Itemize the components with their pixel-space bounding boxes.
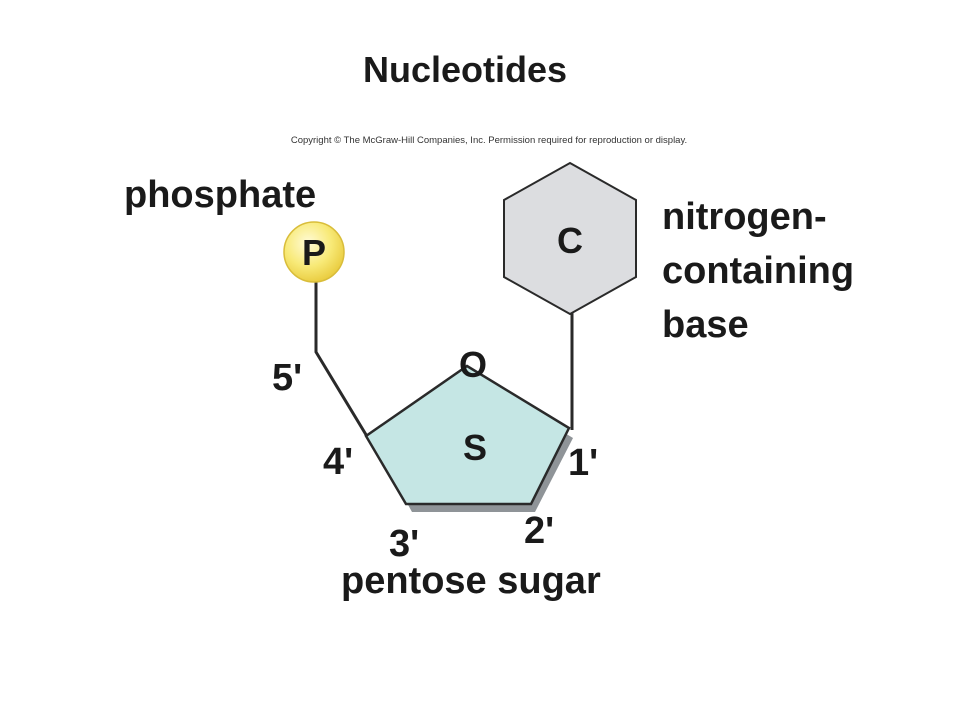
base-symbol: C — [557, 220, 583, 261]
phosphate-circle — [283, 221, 345, 283]
phosphate-symbol: P — [302, 232, 326, 273]
carbon-2-label: 2' — [524, 510, 554, 552]
nitrogen-base-label: nitrogen- containing base — [662, 196, 855, 346]
carbon-1-label: 1' — [568, 442, 598, 484]
ring-oxygen-symbol: O — [459, 344, 487, 385]
page-title: Nucleotides — [362, 49, 568, 90]
sugar-symbol: S — [463, 427, 487, 468]
carbon-3-label: 3' — [389, 523, 419, 565]
pentose-sugar-label: pentose sugar — [341, 560, 601, 602]
phosphate-bond-line — [314, 278, 370, 439]
phosphate-label: phosphate — [124, 174, 317, 216]
copyright-notice: Copyright © The McGraw-Hill Companies, I… — [290, 135, 688, 146]
sugar-pentagon — [364, 364, 571, 506]
carbon-4-label: 4' — [323, 441, 353, 483]
base-hexagon — [503, 161, 637, 316]
carbon-5-label: 5' — [272, 357, 302, 399]
